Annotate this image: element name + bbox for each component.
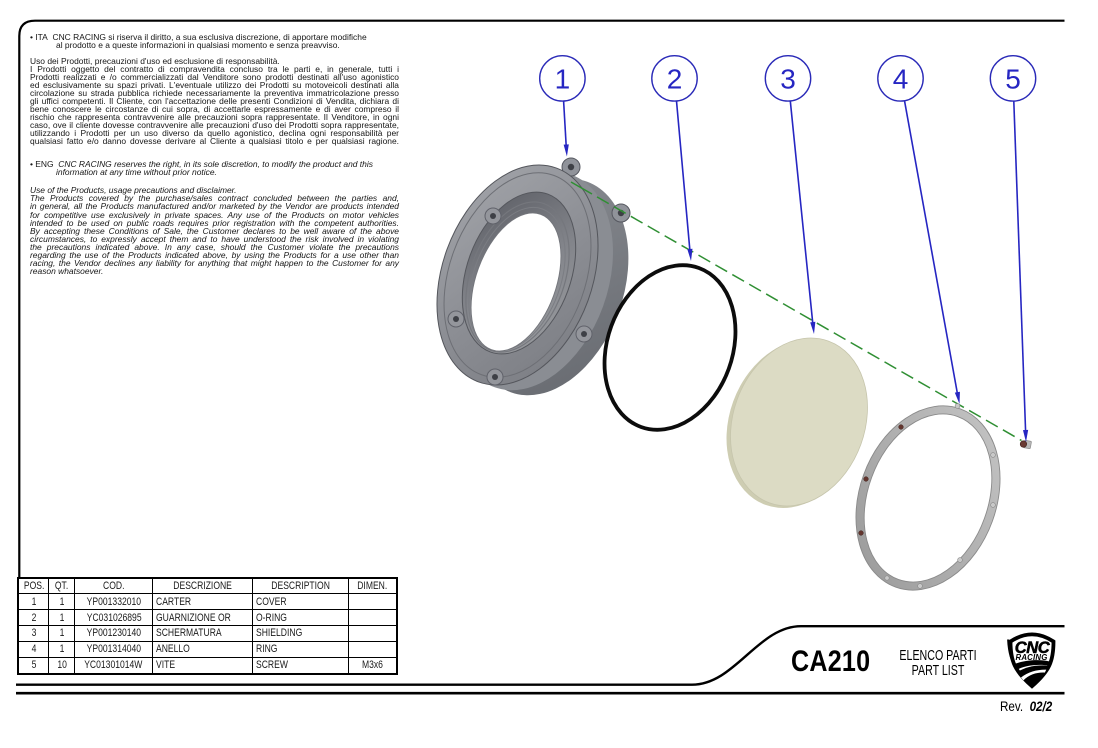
svg-text:CNC: CNC: [1015, 639, 1051, 657]
svg-text:1: 1: [555, 64, 571, 95]
svg-text:4: 4: [893, 64, 909, 95]
svg-text:5: 5: [1005, 64, 1021, 95]
svg-text:3: 3: [780, 64, 796, 95]
svg-text:RACING: RACING: [1016, 653, 1048, 662]
svg-text:2: 2: [667, 64, 683, 95]
